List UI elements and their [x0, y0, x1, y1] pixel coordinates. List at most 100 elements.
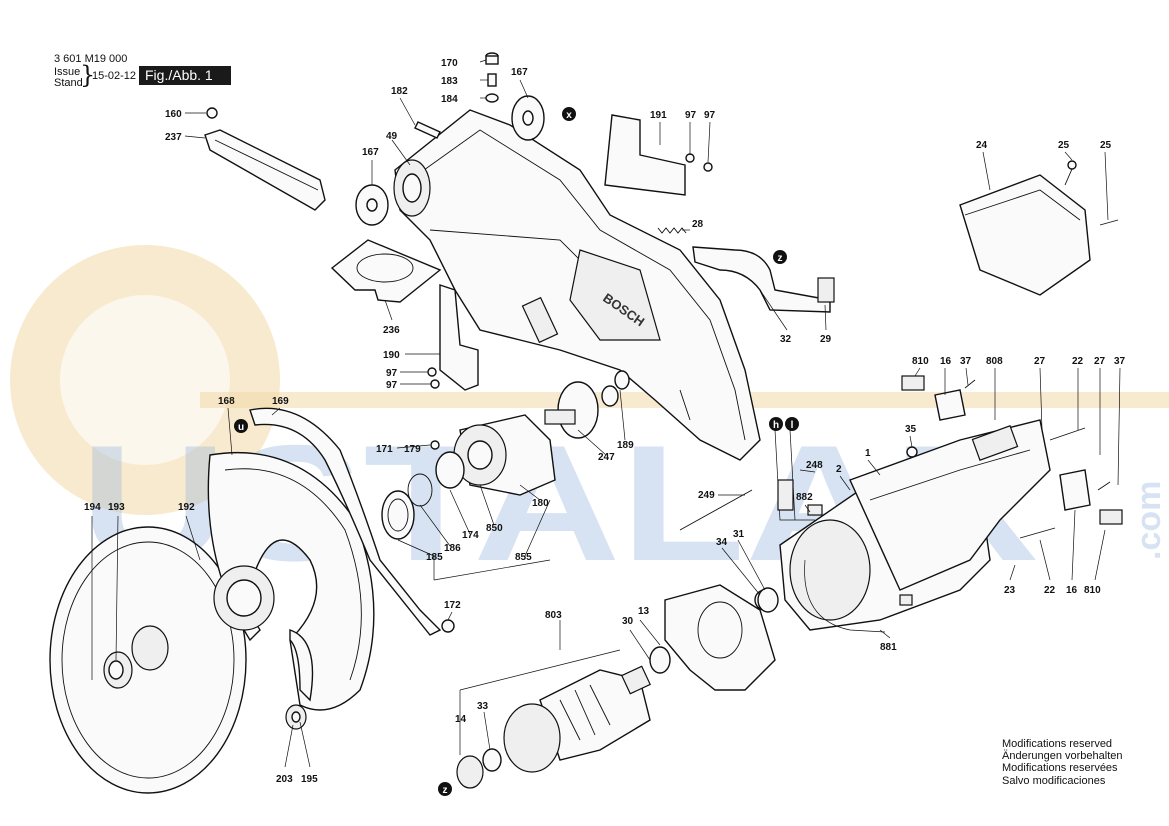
- callout-850: 850: [486, 523, 503, 534]
- part-number: 3 601 M19 000: [54, 53, 128, 65]
- callout-855: 855: [515, 552, 532, 563]
- callout-168: 168: [218, 396, 235, 407]
- svg-text:z: z: [778, 253, 783, 264]
- callout-16: 16: [940, 356, 952, 367]
- callout-803: 803: [545, 610, 562, 621]
- marker-u: [234, 419, 248, 433]
- callout-32: 32: [780, 334, 792, 345]
- callout-23: 23: [1004, 585, 1016, 596]
- callout-247: 247: [598, 452, 615, 463]
- lower-blade-guard: [207, 407, 442, 711]
- stand-label: Stand: [54, 77, 83, 89]
- callout-179: 179: [404, 444, 421, 455]
- note-es: Salvo modificaciones: [1002, 774, 1106, 787]
- note-en: Modifications reserved: [1002, 738, 1113, 750]
- callout-192: 192: [178, 502, 195, 513]
- callout-194: 194: [84, 502, 101, 513]
- issue-date: 15-02-12: [92, 70, 137, 82]
- saw-arm-housing: BOSCH: [393, 109, 761, 461]
- marker-h: [769, 417, 783, 431]
- callout-167-b: 167: [362, 147, 379, 158]
- side-bracket: [427, 284, 479, 391]
- callout-30: 30: [622, 616, 634, 627]
- svg-text:z: z: [443, 785, 448, 796]
- bearing-assembly: [381, 414, 556, 540]
- callout-37-b: 37: [1114, 356, 1126, 367]
- callout-31: 31: [733, 529, 745, 540]
- callout-249: 249: [698, 490, 715, 501]
- callout-34: 34: [716, 537, 728, 548]
- callout-810: 810: [912, 356, 929, 367]
- drive-gear: [544, 370, 630, 439]
- callout-22-b: 22: [1044, 585, 1056, 596]
- callout-27-b: 27: [1094, 356, 1106, 367]
- callout-2: 2: [836, 464, 842, 475]
- callout-183: 183: [441, 76, 458, 87]
- callout-237: 237: [165, 132, 182, 143]
- callout-189: 189: [617, 440, 634, 451]
- callout-184: 184: [441, 94, 458, 105]
- callout-49: 49: [386, 131, 398, 142]
- figure-label: Fig./Abb. 1: [139, 66, 231, 85]
- lock-lever: [692, 246, 835, 313]
- marker-z-b: [438, 782, 452, 796]
- callout-35: 35: [905, 424, 917, 435]
- callout-248: 248: [806, 460, 823, 471]
- fan-housing: [649, 584, 779, 691]
- spring: [657, 227, 687, 234]
- reference-markers: x z u h l z: [234, 107, 799, 796]
- note-fr: Modifications reservées: [1002, 762, 1118, 775]
- motor-cap: [959, 160, 1119, 296]
- callout-172: 172: [444, 600, 461, 611]
- callout-203: 203: [276, 774, 293, 785]
- handle-bracket: [204, 107, 326, 211]
- callout-labels: 170 183 184 167 182 160 237 49 167 191 9…: [84, 58, 1126, 785]
- marker-x: [562, 107, 576, 121]
- callout-882: 882: [796, 492, 813, 503]
- callout-808: 808: [986, 356, 1003, 367]
- callout-97-b: 97: [704, 110, 716, 121]
- leader-lines: [91, 59, 1121, 768]
- blade-flange: [285, 619, 455, 730]
- callout-810-b: 810: [1084, 585, 1101, 596]
- svg-text:u: u: [238, 422, 244, 433]
- callout-97-d: 97: [386, 380, 398, 391]
- callout-171: 171: [376, 444, 393, 455]
- svg-text:x: x: [566, 110, 572, 121]
- callout-195: 195: [301, 774, 318, 785]
- callout-1: 1: [865, 448, 871, 459]
- callout-25: 25: [1058, 140, 1070, 151]
- callout-97: 97: [685, 110, 697, 121]
- note-de: Änderungen vorbehalten: [1002, 750, 1123, 763]
- svg-text:h: h: [773, 420, 779, 431]
- modification-notes: Modifications reserved Änderungen vorbeh…: [1002, 738, 1122, 787]
- watermark-suffix: .com: [1130, 481, 1168, 560]
- saw-blade: [49, 526, 247, 794]
- callout-97-c: 97: [386, 368, 398, 379]
- callout-185: 185: [426, 552, 443, 563]
- callout-193: 193: [108, 502, 125, 513]
- callout-881: 881: [880, 642, 897, 653]
- callout-24: 24: [976, 140, 988, 151]
- marker-l: [785, 417, 799, 431]
- callout-169: 169: [272, 396, 289, 407]
- armature: [456, 665, 651, 789]
- callout-16-b: 16: [1066, 585, 1078, 596]
- callout-13: 13: [638, 606, 650, 617]
- issue-label: Issue: [54, 66, 81, 78]
- cable-assembly: [679, 429, 823, 531]
- mount-bracket: [604, 114, 713, 196]
- brush-assembly: [901, 375, 1123, 539]
- svg-text:l: l: [791, 420, 794, 431]
- callout-29: 29: [820, 334, 832, 345]
- callout-28: 28: [692, 219, 704, 230]
- callout-174: 174: [462, 530, 479, 541]
- callout-167: 167: [511, 67, 528, 78]
- base-plate: [330, 239, 442, 303]
- callout-25-b: 25: [1100, 140, 1112, 151]
- callout-170: 170: [441, 58, 458, 69]
- brace-glyph: }: [80, 61, 96, 89]
- callout-160: 160: [165, 109, 182, 120]
- callout-190: 190: [383, 350, 400, 361]
